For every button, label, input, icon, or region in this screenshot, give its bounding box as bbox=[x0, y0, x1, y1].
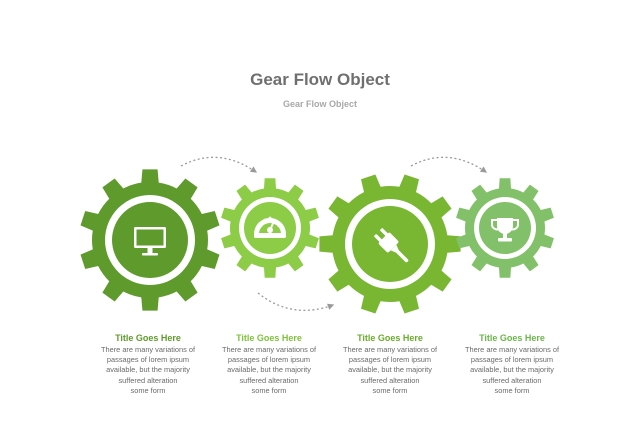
step-2-body: There are many variations of passages of… bbox=[221, 345, 317, 395]
gear-3 bbox=[319, 174, 461, 314]
connector-arrow-1 bbox=[180, 156, 258, 173]
step-3-body: There are many variations of passages of… bbox=[342, 345, 438, 395]
step-3-caption: Title Goes Here There are many variation… bbox=[320, 333, 460, 396]
connector-arrow-2 bbox=[257, 292, 335, 311]
page-subtitle: Gear Flow Object bbox=[282, 99, 358, 109]
step-4-caption: Title Goes Here There are many variation… bbox=[442, 333, 582, 396]
plug-icon bbox=[374, 228, 409, 263]
page-title: Gear Flow Object bbox=[250, 70, 390, 89]
step-1-caption: Title Goes Here There are many variation… bbox=[78, 333, 218, 396]
gauge-icon bbox=[254, 216, 286, 238]
step-4-body: There are many variations of passages of… bbox=[464, 345, 560, 395]
step-3-title: Title Goes Here bbox=[357, 333, 423, 343]
step-2-title: Title Goes Here bbox=[236, 333, 302, 343]
monitor-icon bbox=[134, 227, 166, 256]
step-1-title: Title Goes Here bbox=[115, 333, 181, 343]
gear-2 bbox=[221, 178, 319, 278]
gear-4 bbox=[456, 178, 554, 278]
gear-1 bbox=[80, 169, 220, 311]
step-4-title: Title Goes Here bbox=[479, 333, 545, 343]
connector-arrow-3 bbox=[410, 156, 488, 173]
step-1-body: There are many variations of passages of… bbox=[100, 345, 196, 395]
trophy-icon bbox=[491, 218, 519, 242]
step-2-caption: Title Goes Here There are many variation… bbox=[199, 333, 339, 396]
